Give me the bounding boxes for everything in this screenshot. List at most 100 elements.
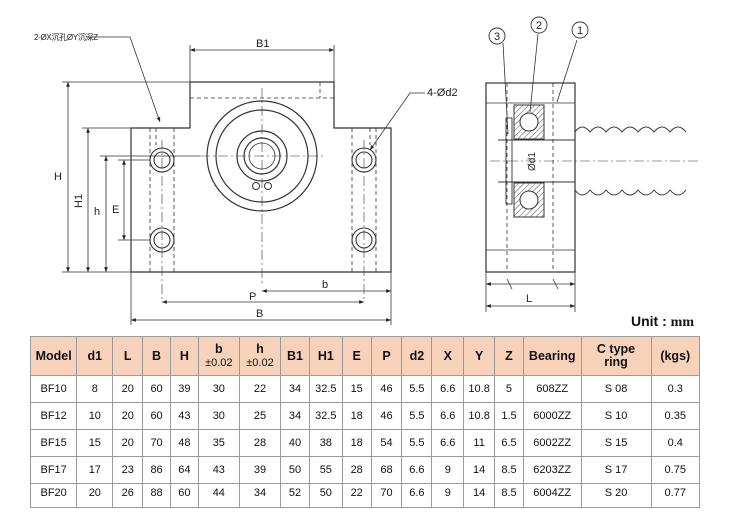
cell-bearing: 6004ZZ — [522, 483, 582, 508]
threaded-shaft — [574, 126, 687, 196]
cell-z: 8.5 — [494, 456, 524, 484]
cell-h: 22 — [238, 375, 282, 403]
col-h-small: h±0.02 — [238, 336, 282, 376]
cell-d1: 15 — [76, 429, 114, 457]
callout-3: 3 — [494, 31, 500, 43]
cell-e: 22 — [341, 483, 372, 508]
cell-kgs: 0.4 — [650, 429, 700, 457]
callout-2: 2 — [536, 20, 542, 32]
cell-h1: 32.5 — [308, 375, 343, 403]
cell-b1: 52 — [280, 483, 310, 508]
cell-x: 6.6 — [431, 375, 465, 403]
cell-bearing: 6002ZZ — [522, 429, 582, 457]
cell-ring: S 10 — [580, 402, 652, 430]
cell-h: 64 — [169, 456, 199, 484]
col-h: H — [169, 336, 199, 376]
cell-y: 10.8 — [463, 375, 496, 403]
unit-label: Unit : mm — [631, 313, 694, 331]
block-outline — [130, 81, 392, 273]
cell-p: 46 — [370, 402, 403, 430]
cell-x: 9 — [431, 483, 465, 508]
cell-d1: 8 — [76, 375, 114, 403]
h-label: H — [54, 171, 62, 183]
cell-b: 88 — [142, 483, 171, 508]
col-kgs: (kgs) — [650, 336, 700, 376]
cell-h: 28 — [238, 429, 282, 457]
cell-b: 30 — [197, 375, 240, 403]
cell-p: 70 — [370, 483, 403, 508]
cell-kgs: 0.35 — [650, 402, 700, 430]
cell-y: 14 — [463, 456, 496, 484]
d1-label: Ød1 — [527, 152, 538, 171]
cell-b: 60 — [142, 375, 171, 403]
cell-model: BF15 — [29, 429, 78, 457]
cell-l: 23 — [112, 456, 144, 484]
cell-bearing: 6000ZZ — [522, 402, 582, 430]
cell-z: 5 — [494, 375, 524, 403]
cell-h: 48 — [169, 429, 199, 457]
b-small-label: b — [322, 279, 328, 291]
cell-ring: S 15 — [580, 429, 652, 457]
cell-b: 35 — [197, 429, 240, 457]
col-b: B — [142, 336, 171, 376]
cell-d2: 6.6 — [401, 483, 433, 508]
col-e: E — [341, 336, 372, 376]
cell-b1: 34 — [280, 375, 310, 403]
cell-d2: 5.5 — [401, 429, 433, 457]
cell-h1: 50 — [308, 483, 343, 508]
cell-e: 28 — [341, 456, 372, 484]
cell-h: 60 — [169, 483, 199, 508]
col-model: Model — [29, 336, 78, 376]
front-labels: 2-ØX沉孔ØY沉深Z B1 4-Ød2 H H1 h E b P B — [34, 33, 458, 320]
callout-1: 1 — [577, 25, 583, 37]
col-z: Z — [494, 336, 524, 376]
col-b-small: b±0.02 — [197, 336, 240, 376]
cell-b: 30 — [197, 402, 240, 430]
col-x: X — [431, 336, 465, 376]
cell-ring: S 17 — [580, 456, 652, 484]
cell-z: 1.5 — [494, 402, 524, 430]
cell-model: BF20 — [29, 483, 78, 508]
cell-ring: S 08 — [580, 375, 652, 403]
col-y: Y — [463, 336, 496, 376]
side-view — [485, 82, 700, 273]
col-d2: d2 — [401, 336, 433, 376]
cell-bearing: 6203ZZ — [522, 456, 582, 484]
cell-b: 86 — [142, 456, 171, 484]
cell-h: 43 — [169, 402, 199, 430]
cell-h: 34 — [238, 483, 282, 508]
cell-p: 68 — [370, 456, 403, 484]
cell-d2: 5.5 — [401, 402, 433, 430]
cell-x: 6.6 — [431, 429, 465, 457]
callouts — [488, 16, 589, 45]
cell-d2: 5.5 — [401, 375, 433, 403]
cell-h1: 32.5 — [308, 402, 343, 430]
cell-kgs: 0.77 — [650, 483, 700, 508]
side-labels: 3 2 1 Ød1 L — [494, 20, 583, 305]
cell-p: 54 — [370, 429, 403, 457]
front-view — [130, 81, 392, 300]
cell-d1: 17 — [76, 456, 114, 484]
cell-model: BF10 — [29, 375, 78, 403]
cell-b: 44 — [197, 483, 240, 508]
h-small-label: h — [94, 206, 100, 218]
cell-l: 20 — [112, 429, 144, 457]
cell-b1: 40 — [280, 429, 310, 457]
cell-d1: 20 — [76, 483, 114, 508]
cell-kgs: 0.3 — [650, 375, 700, 403]
cell-z: 6.5 — [494, 429, 524, 457]
cell-l: 26 — [112, 483, 144, 508]
l-label: L — [526, 293, 532, 305]
cell-y: 10.8 — [463, 402, 496, 430]
counterbore-label: 2-ØX沉孔ØY沉深Z — [34, 33, 98, 42]
cell-model: BF17 — [29, 456, 78, 484]
side-body — [485, 82, 576, 273]
spec-table: Model d1 L B H b±0.02 h±0.02 B1 H1 E P d… — [29, 336, 700, 508]
cell-d1: 10 — [76, 402, 114, 430]
col-d1: d1 — [76, 336, 114, 376]
